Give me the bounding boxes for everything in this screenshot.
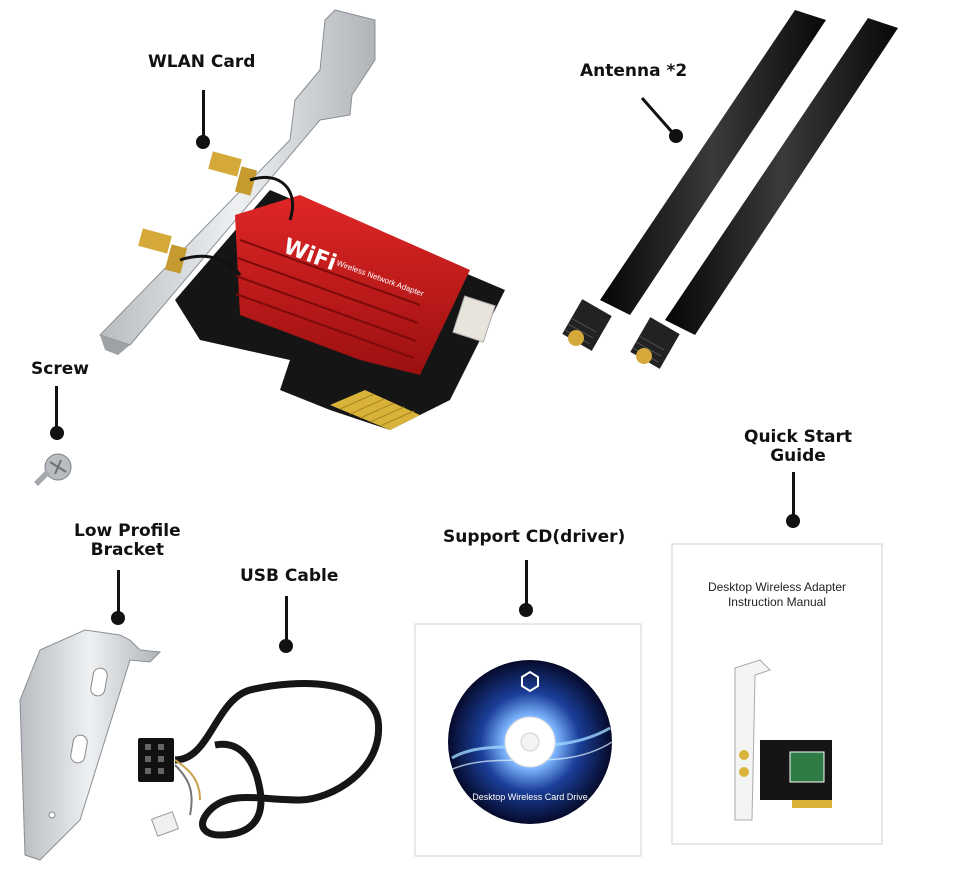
quick-start-dot — [786, 514, 800, 528]
screw-dot — [50, 426, 64, 440]
sma-connector-icon — [138, 151, 258, 274]
wlan-card-label: WLAN Card — [148, 52, 256, 72]
wifi-heatsink: WiFi Wireless Network Adapter — [235, 195, 470, 375]
antenna-dot — [669, 129, 683, 143]
antenna-1-icon — [562, 10, 826, 351]
bracket-dot — [111, 611, 125, 625]
screw-label: Screw — [31, 359, 89, 379]
screw-icon — [34, 453, 72, 486]
low-profile-bracket-label: Low Profile Bracket — [74, 521, 181, 560]
support-cd-pointer — [525, 560, 528, 606]
manual-title-line1: Desktop Wireless Adapter — [708, 580, 846, 594]
usb-cable-dot — [279, 639, 293, 653]
internal-cables — [179, 175, 295, 276]
bracket-pointer — [117, 570, 120, 614]
quick-start-guide-label: Quick Start Guide — [744, 427, 853, 466]
wlan-card-pointer — [202, 90, 205, 140]
cd-logo-icon — [521, 670, 539, 693]
quick-start-manual-icon: Desktop Wireless Adapter Instruction Man… — [671, 543, 883, 845]
quick-start-pointer — [792, 472, 795, 516]
usb-cable-label: USB Cable — [240, 566, 339, 586]
antenna-pointer — [640, 97, 674, 133]
support-cd-label: Support CD(driver) — [443, 527, 626, 547]
usb-cable-pointer — [285, 596, 288, 640]
antenna-label: Antenna *2 — [580, 61, 688, 81]
antenna-2-icon — [630, 18, 898, 369]
usb-cable-icon — [138, 680, 383, 839]
support-cd-icon: Desktop Wireless Card Drive — [414, 623, 642, 857]
low-profile-bracket-icon — [19, 629, 162, 861]
support-cd-dot — [519, 603, 533, 617]
wlan-card-dot — [196, 135, 210, 149]
full-height-bracket — [99, 9, 376, 355]
cd-caption: Desktop Wireless Card Drive — [472, 792, 588, 802]
screw-pointer — [55, 386, 58, 430]
manual-title-line2: Instruction Manual — [728, 595, 826, 609]
